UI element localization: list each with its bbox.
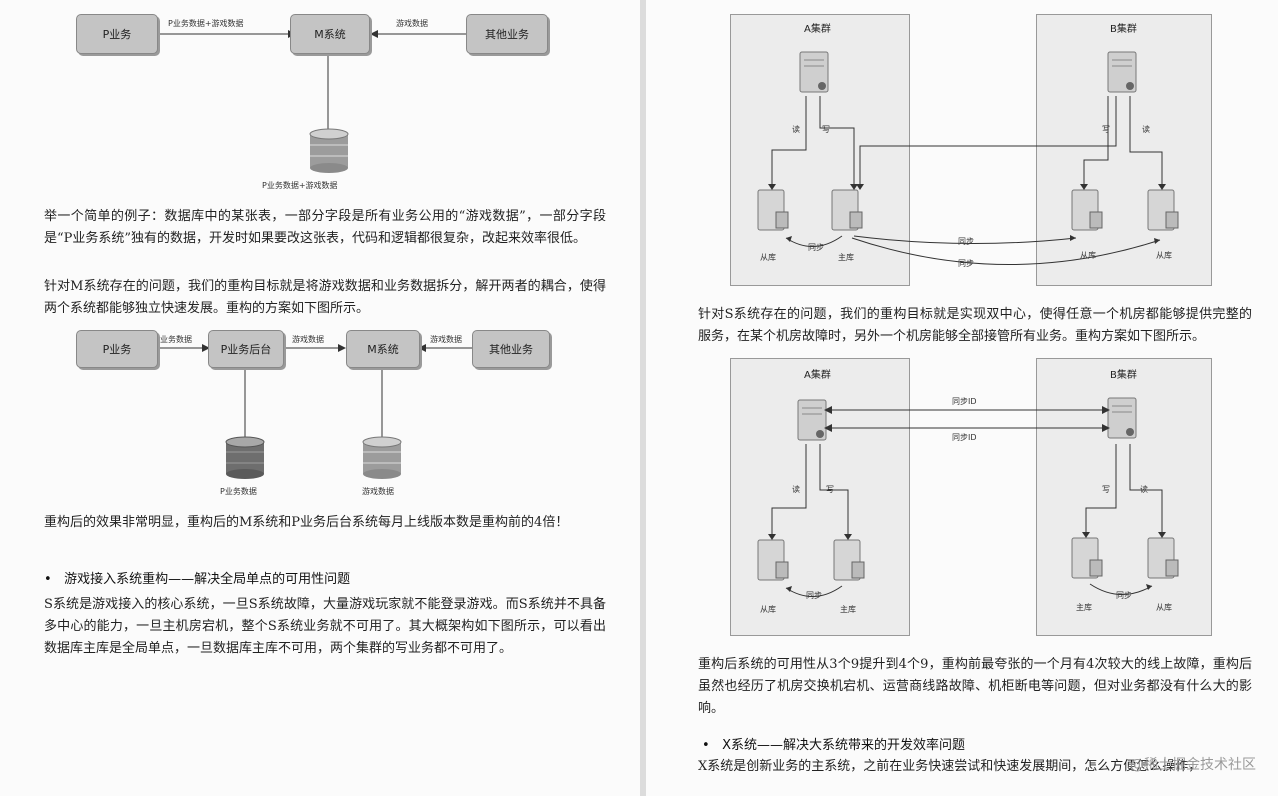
edge-label-p-to-m: P业务数据+游戏数据 — [168, 19, 244, 28]
paragraph-4: S系统是游戏接入的核心系统，一旦S系统故障，大量游戏玩家就不能登录游戏。而S系统… — [44, 597, 606, 656]
db-server-icon — [833, 539, 865, 581]
label-sync-a: 同步 — [806, 591, 822, 600]
diagram1-lines — [156, 30, 466, 173]
label-read-b: 读 — [1140, 485, 1148, 494]
bullet-heading-1: • 游戏接入系统重构——解决全局单点的可用性问题 — [44, 572, 351, 587]
db-server-icon — [757, 189, 789, 231]
label-master-a: 主库 — [840, 605, 856, 614]
bullet-heading-2: • X系统——解决大系统带来的开发效率问题 — [702, 738, 965, 753]
label-sync-long: 同步 — [958, 259, 974, 268]
m-system-box: M系统 — [290, 14, 370, 54]
label-write-a: 写 — [822, 125, 830, 134]
cluster-b-title: B集群 — [1110, 370, 1137, 381]
database-icon — [309, 128, 349, 173]
database-icon — [225, 436, 265, 479]
db-server-icon — [1071, 189, 1103, 231]
paragraph-5: 针对S系统存在的问题，我们的重构目标就是实现双中心，使得任意一个机房都能够提供完… — [698, 307, 1252, 344]
edge-label-other-to-m: 游戏数据 — [396, 19, 428, 28]
label-sync-mid: 同步 — [958, 237, 974, 246]
label-master-b: 主库 — [1076, 603, 1092, 612]
db-server-icon — [1147, 189, 1179, 231]
bullet-heading-2-text: X系统——解决大系统带来的开发效率问题 — [722, 738, 965, 753]
p-backend-box: P业务后台 — [208, 330, 284, 368]
label-sync-b: 同步 — [1116, 591, 1132, 600]
edge-label-business-data: 业务数据 — [160, 335, 192, 344]
bullet-heading-1-text: 游戏接入系统重构——解决全局单点的可用性问题 — [64, 572, 351, 587]
server-icon — [799, 51, 829, 93]
left-page: P业务 M系统 其他业务 P业务数据+游戏数据 游戏数据 P业务数据+游戏数据 … — [0, 0, 640, 796]
label-slave-b1: 从库 — [1080, 251, 1096, 260]
paragraph-7: X系统是创新业务的主系统，之前在业务快速尝试和快速发展期间，怎么方便怎么操作， — [698, 759, 1202, 774]
label-write-b: 写 — [1102, 125, 1110, 134]
right-page: A集群 B集群 — [646, 0, 1278, 796]
label-slave-b2: 从库 — [1156, 251, 1172, 260]
label-sync-id-1: 同步ID — [952, 397, 977, 406]
label-slave-a: 从库 — [760, 253, 776, 262]
label-write-a: 写 — [826, 485, 834, 494]
label-read-a: 读 — [792, 485, 800, 494]
paragraph-6: 重构后系统的可用性从3个9提升到4个9，重构前最夸张的一个月有4次较大的线上故障… — [698, 657, 1252, 716]
other-business-box: 其他业务 — [466, 14, 548, 54]
server-icon — [1107, 397, 1137, 439]
db-server-icon — [757, 539, 789, 581]
label-slave-b: 从库 — [1156, 603, 1172, 612]
label-sync-a: 同步 — [808, 243, 824, 252]
db-server-icon — [831, 189, 863, 231]
edge-label-game-data-other: 游戏数据 — [430, 335, 462, 344]
label-slave-a: 从库 — [760, 605, 776, 614]
cluster-a-title: A集群 — [804, 370, 831, 381]
label-master-a: 主库 — [838, 253, 854, 262]
db-label-game: 游戏数据 — [362, 487, 394, 496]
label-write-b: 写 — [1102, 485, 1110, 494]
p-business-box: P业务 — [76, 14, 158, 54]
diagram3-lines — [757, 51, 1179, 265]
watermark: @稀土掘金技术社区 — [1130, 757, 1256, 773]
edge-label-game-data: 游戏数据 — [292, 335, 324, 344]
paragraph-2: 针对M系统存在的问题，我们的重构目标就是将游戏数据和业务数据拆分，解开两者的耦合… — [44, 279, 606, 316]
label-sync-id-2: 同步ID — [952, 433, 977, 442]
server-icon — [1107, 51, 1137, 93]
other-business-box: 其他业务 — [472, 330, 550, 368]
label-read-a: 读 — [792, 125, 800, 134]
paragraph-3: 重构后的效果非常明显，重构后的M系统和P业务后台系统每月上线版本数是重构前的4倍… — [44, 515, 569, 530]
label-read-b: 读 — [1142, 125, 1150, 134]
diagram4-lines — [757, 397, 1179, 597]
db-label-p: P业务数据 — [220, 487, 257, 496]
p-business-box: P业务 — [76, 330, 158, 368]
m-system-box: M系统 — [346, 330, 420, 368]
db-label: P业务数据+游戏数据 — [262, 181, 338, 190]
database-icon — [362, 436, 402, 479]
cluster-a-title: A集群 — [804, 24, 831, 35]
paragraph-1: 举一个简单的例子：数据库中的某张表，一部分字段是所有业务公用的“游戏数据”，一部… — [44, 209, 606, 246]
db-server-icon — [1147, 537, 1179, 579]
db-server-icon — [1071, 537, 1103, 579]
cluster-b-title: B集群 — [1110, 24, 1137, 35]
diagram2-lines — [156, 344, 472, 479]
server-icon — [797, 399, 827, 441]
